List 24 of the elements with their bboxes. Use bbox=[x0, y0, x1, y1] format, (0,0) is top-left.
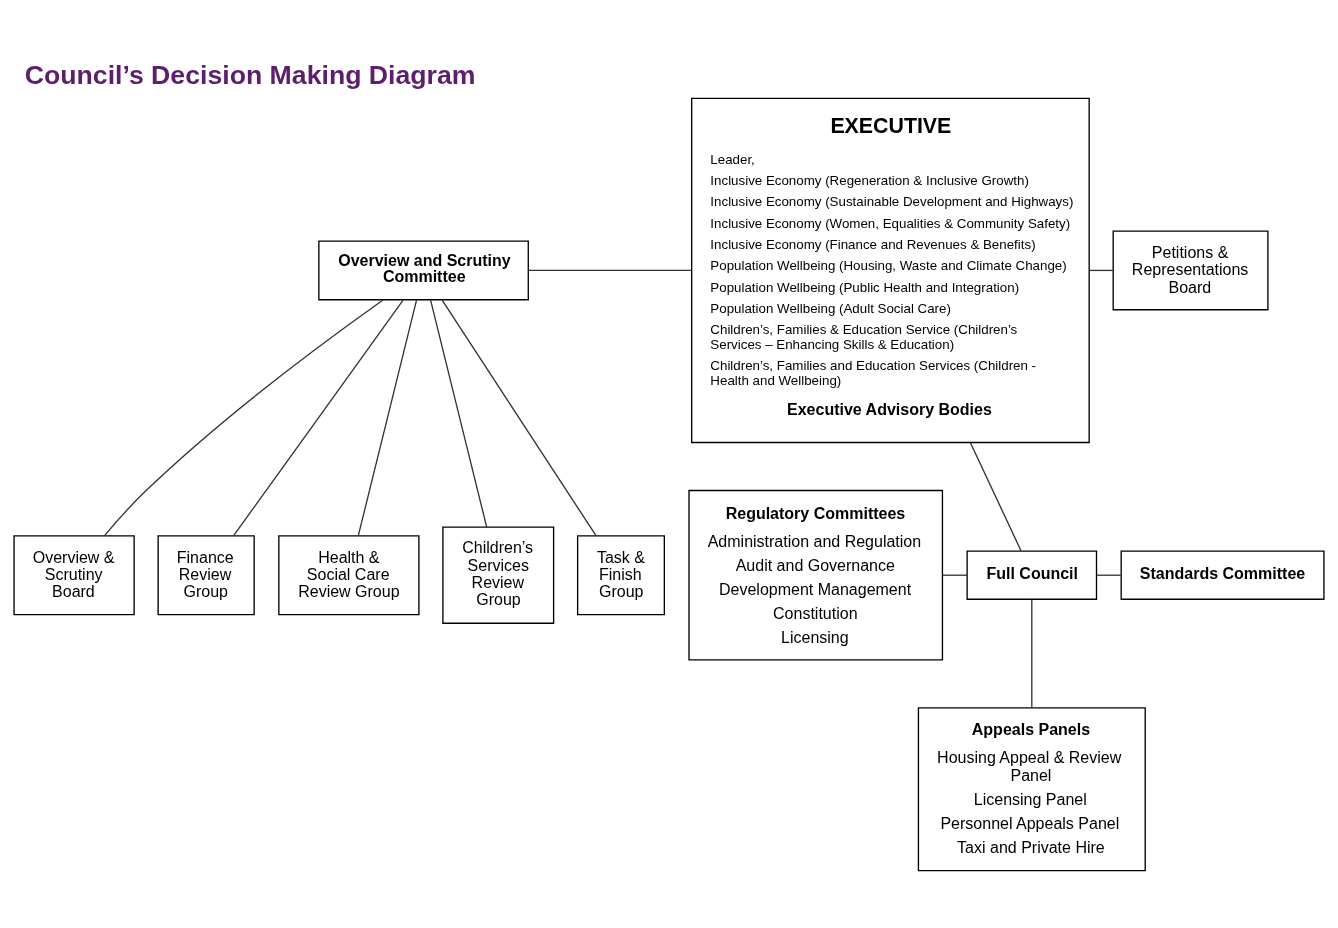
connector bbox=[1031, 598, 1033, 708]
node-box: Regulatory Committees Administration and Regulation Audit and Governance Development Management Constitution Licensing bbox=[688, 489, 944, 661]
node-box: Overview & Scrutiny Board bbox=[13, 534, 135, 615]
connector bbox=[103, 298, 384, 536]
node-box: Overview and Scrutiny Committee bbox=[318, 239, 529, 300]
node-box: Full Council bbox=[966, 550, 1098, 600]
connector bbox=[1089, 269, 1114, 271]
connector bbox=[233, 299, 404, 536]
connector bbox=[942, 574, 968, 576]
node-box: Children’s Services Review Group bbox=[442, 526, 555, 624]
node-box: Appeals Panels Housing Appeal & Review Panel Licensing Panel Personnel Appeals Panel Taxi and Private Hire bbox=[917, 706, 1146, 871]
connector bbox=[441, 299, 597, 536]
node-box: Health & Social Care Review Group bbox=[278, 534, 420, 615]
node-box: Standards Committee bbox=[1120, 550, 1325, 600]
node-box: Finance Review Group bbox=[157, 534, 255, 615]
connector bbox=[527, 269, 693, 271]
connector bbox=[429, 299, 488, 528]
node-box: Petitions & Representations Board bbox=[1112, 229, 1269, 310]
diagram-title: Council’s Decision Making Diagram bbox=[24, 59, 476, 90]
node-box: EXECUTIVE Leader, Inclusive Economy (Regeneration & Inclusive Growth) Inclusive Economy (Sustainable Development and Highways) Inclusive Economy (Women, Equalities & Community Safety) Inclusive Economy (Finance and Revenues & Benefits) Population Wellbeing (Housing, Waste and Climate Change) Population Wellbeing (Public Health and Integration) Population Wellbeing (Adult Social Care) Children’s, Families & Education Service (Children’s Services – Enhancing Skills & Education) Children’s, Families and Education Services (Children - Health and Wellbeing) Executive Advisory Bodies bbox=[691, 97, 1090, 443]
connector bbox=[357, 299, 418, 536]
connector bbox=[1095, 574, 1122, 576]
connector bbox=[969, 441, 1022, 551]
node-box: Task & Finish Group bbox=[576, 534, 665, 615]
